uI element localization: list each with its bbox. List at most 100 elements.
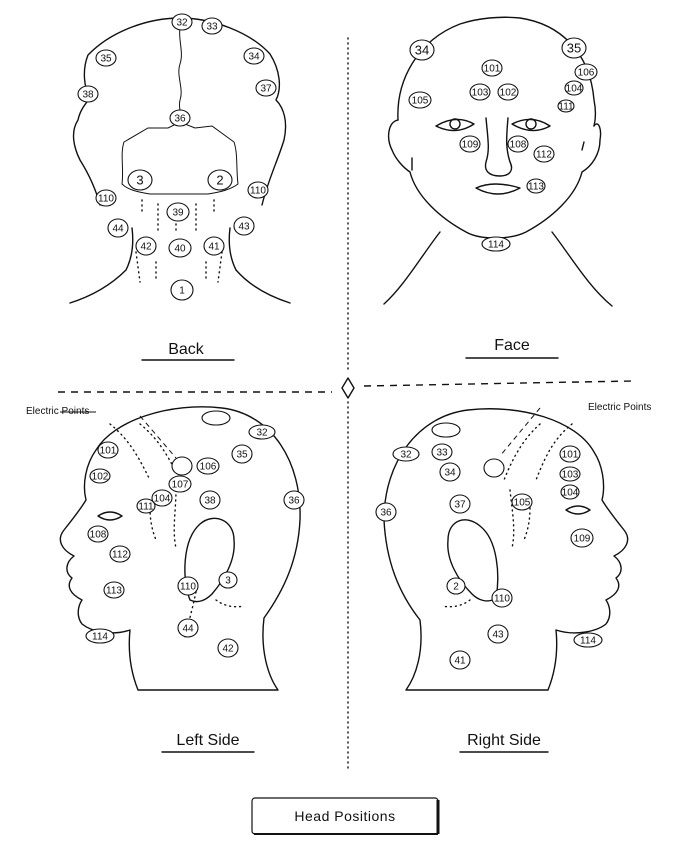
point-left-42: 42 [218,639,238,657]
point-label: 110 [250,186,266,197]
point-left-107: 107 [169,476,191,492]
back-label: Back [168,341,205,358]
point-left-35: 35 [232,445,252,463]
center-diamond-icon [342,378,354,398]
point-back-33: 33 [202,18,222,34]
point-label: 105 [412,96,429,107]
point-label: 104 [566,84,583,95]
point-label: 108 [90,530,107,541]
face-label: Face [494,337,530,354]
point-right-32: 32 [393,447,419,461]
point-face-105: 105 [409,92,431,108]
face-drawing [384,17,612,306]
point-label: 3 [136,173,143,188]
point-left-114: 114 [86,629,114,643]
point-face-102: 102 [498,84,518,100]
point-back-39: 39 [167,203,189,221]
point-face-106: 106 [575,64,597,80]
point-label: 114 [580,636,596,647]
point-label: 39 [172,208,184,219]
point-back-43: 43 [234,217,254,235]
point-right-110: 110 [492,589,512,607]
point-label: 41 [208,242,220,253]
left-electric-points-label: Electric Points [26,406,89,417]
point-label: 106 [200,462,217,473]
point-label: 38 [82,90,94,101]
point-label: 43 [238,222,250,233]
left-points: 3210110210635107111104383610811211031134… [86,425,304,657]
point-back-38: 38 [78,86,98,102]
back-points: 32333534383736321101103944434240411 [78,14,276,300]
face-points: 3435106101104105103102111109108112113114 [409,38,597,251]
point-label: 110 [180,582,196,593]
point-right-34: 34 [440,463,460,481]
point-label: 110 [98,194,114,205]
point-label: 101 [562,450,579,461]
point-label: 111 [138,502,154,513]
point-back-44: 44 [108,219,128,237]
point-left-102: 102 [90,469,110,483]
point-label: 41 [454,656,466,667]
point-right-109: 109 [571,529,593,547]
point-label: 36 [174,114,186,125]
point-label: 35 [567,41,581,56]
left-electric-oval [202,411,230,425]
point-back-40: 40 [169,239,191,257]
point-face-112: 112 [534,146,554,162]
point-back-32: 32 [172,14,192,30]
right-points: 323310134103104371053610921104311441 [376,444,602,669]
right-side-label: Right Side [467,732,541,749]
point-back-34: 34 [244,48,264,64]
point-right-2: 2 [447,578,465,594]
point-label: 34 [248,52,260,63]
point-label: 106 [578,68,595,79]
point-left-113: 113 [104,582,124,598]
point-face-113: 113 [527,179,545,193]
point-face-111: 111 [558,100,574,113]
point-label: 35 [236,450,248,461]
footer-title: Head Positions [294,808,395,824]
point-label: 32 [256,428,268,439]
right-electric-oval [432,423,460,437]
point-label: 44 [182,624,194,635]
point-left-108: 108 [88,526,108,542]
point-label: 37 [260,84,272,95]
point-left-44: 44 [178,619,198,637]
point-right-101: 101 [560,446,580,462]
point-face-104: 104 [565,81,583,95]
point-label: 112 [112,550,128,561]
point-face-35: 35 [562,38,586,58]
point-label: 101 [484,64,501,75]
point-label: 111 [558,102,574,113]
point-left-32: 32 [249,425,275,439]
point-face-108: 108 [508,136,528,152]
point-right-114: 114 [574,633,602,647]
right-electric-point [484,459,504,477]
point-right-103: 103 [560,467,580,481]
point-back-3: 3 [128,170,152,190]
point-right-104: 104 [561,485,579,499]
point-left-110: 110 [178,577,198,595]
point-back-42: 42 [136,237,156,255]
point-label: 110 [494,594,510,605]
point-label: 101 [100,446,117,457]
point-label: 40 [174,244,186,255]
point-left-38: 38 [200,491,220,509]
point-label: 104 [562,488,579,499]
point-label: 114 [92,632,108,643]
point-label: 42 [140,242,152,253]
point-back-110b: 110 [248,182,268,198]
point-label: 33 [206,22,218,33]
point-label: 108 [510,140,527,151]
point-label: 103 [472,88,489,99]
left-side-label: Left Side [176,732,239,749]
point-face-34: 34 [410,40,434,60]
point-back-41: 41 [204,237,224,255]
point-left-3: 3 [219,572,237,588]
point-label: 35 [100,54,112,65]
point-left-106: 106 [197,458,219,474]
point-label: 112 [536,150,552,161]
point-label: 113 [528,182,544,193]
point-label: 44 [112,224,124,235]
point-label: 113 [106,586,122,597]
